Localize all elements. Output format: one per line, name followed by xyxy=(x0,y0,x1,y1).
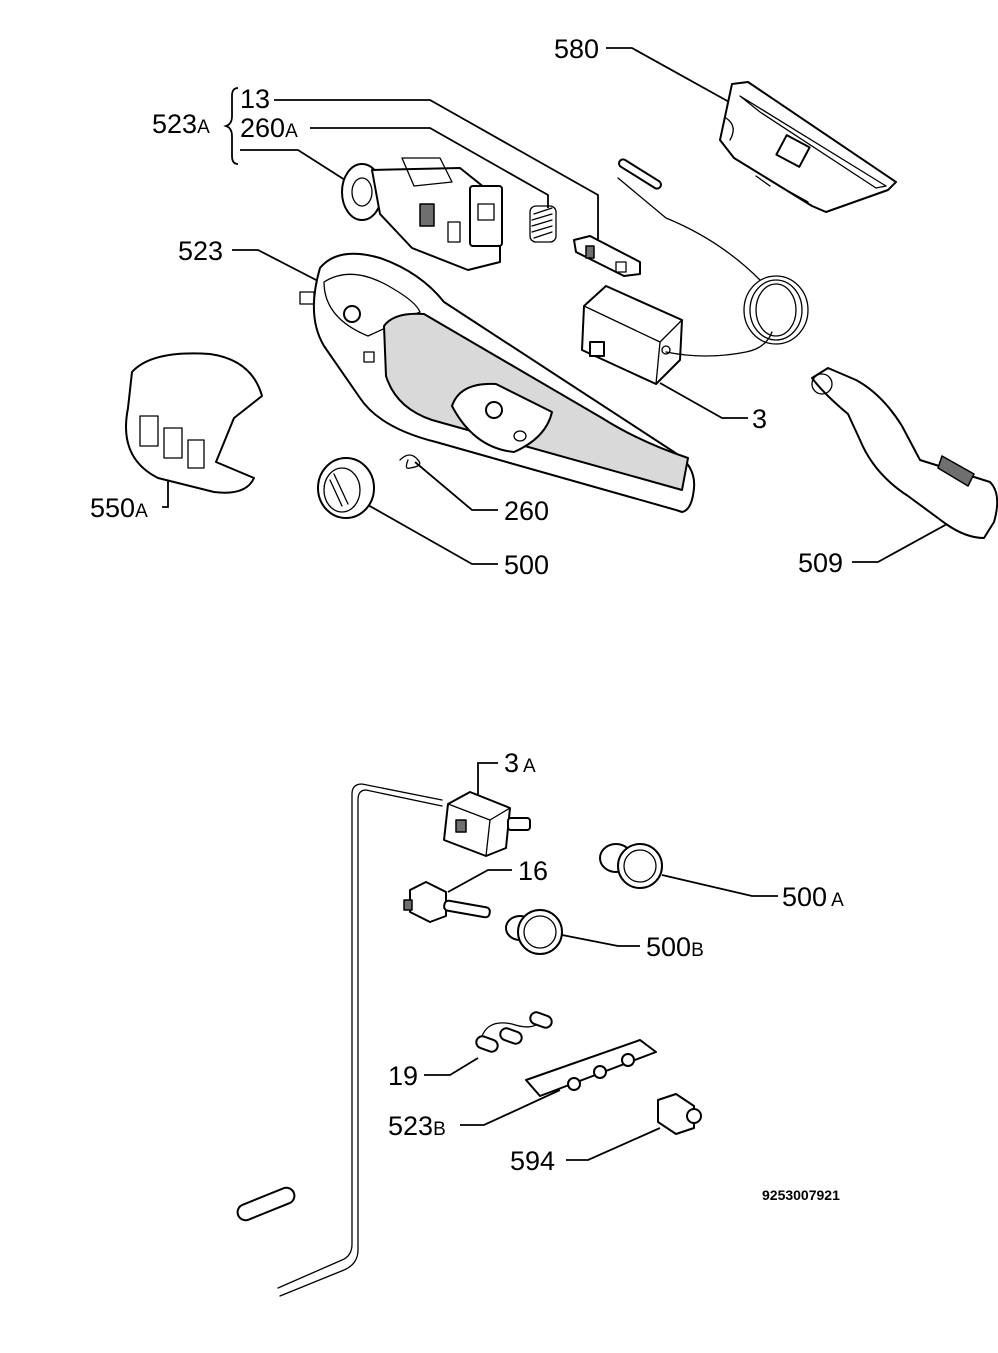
label-580: 580 xyxy=(554,34,599,64)
part-580-bracket xyxy=(719,81,897,213)
leader-523 xyxy=(232,249,321,283)
part-523a-lamp-assembly xyxy=(341,157,503,271)
label-3: 3 xyxy=(752,404,767,434)
part-19-lamps xyxy=(475,1011,553,1053)
part-550a-shade xyxy=(125,352,263,494)
leader-500b xyxy=(561,934,640,947)
label-13: 13 xyxy=(240,84,270,114)
part-13-switch xyxy=(573,235,641,277)
label-523a: 523A xyxy=(152,109,210,139)
document-number: 9253007921 xyxy=(762,1187,840,1203)
part-500a-knob xyxy=(599,843,663,889)
callout-labels: 580 13 260A 523A 523 3 550A 260 500 509 … xyxy=(90,34,844,1203)
part-3-thermostat xyxy=(581,158,809,385)
part-594-button xyxy=(657,1093,702,1135)
leader-16 xyxy=(447,869,512,893)
leader-580 xyxy=(606,47,741,109)
part-260a-spring xyxy=(529,205,557,243)
label-500: 500 xyxy=(504,550,549,580)
label-550a: 550A xyxy=(90,493,148,523)
leader-3a xyxy=(477,762,498,802)
leader-509 xyxy=(852,517,959,563)
leader-13 xyxy=(274,99,599,240)
part-523b-lamp-holder xyxy=(525,1039,657,1097)
leader-500a xyxy=(661,874,778,897)
label-16: 16 xyxy=(518,856,548,886)
label-260a: 260A xyxy=(240,113,298,143)
leader-500 xyxy=(367,504,498,565)
label-260: 260 xyxy=(504,496,549,526)
leader-3 xyxy=(659,382,748,419)
part-capillary-tube xyxy=(236,783,443,1297)
label-523b: 523B xyxy=(388,1111,446,1141)
part-509-handle xyxy=(811,367,998,539)
leader-523a xyxy=(240,149,346,181)
label-509: 509 xyxy=(798,548,843,578)
leader-lines xyxy=(162,47,959,1161)
part-260-clip xyxy=(399,454,421,469)
label-594: 594 xyxy=(510,1146,555,1176)
label-523: 523 xyxy=(178,236,223,266)
leader-550a xyxy=(162,478,169,508)
leader-523b xyxy=(460,1089,561,1126)
leader-594 xyxy=(566,1127,661,1161)
part-3a-thermostat xyxy=(443,791,531,857)
brace-523a xyxy=(223,87,239,165)
part-500-knob xyxy=(317,457,375,519)
label-500b: 500B xyxy=(646,932,704,962)
leader-260a xyxy=(310,127,549,208)
part-523-housing xyxy=(299,252,696,513)
leader-19 xyxy=(424,1057,479,1076)
part-16-switch xyxy=(403,881,491,923)
part-500b-knob xyxy=(505,909,563,955)
leader-260 xyxy=(414,461,498,511)
label-19: 19 xyxy=(388,1061,418,1091)
